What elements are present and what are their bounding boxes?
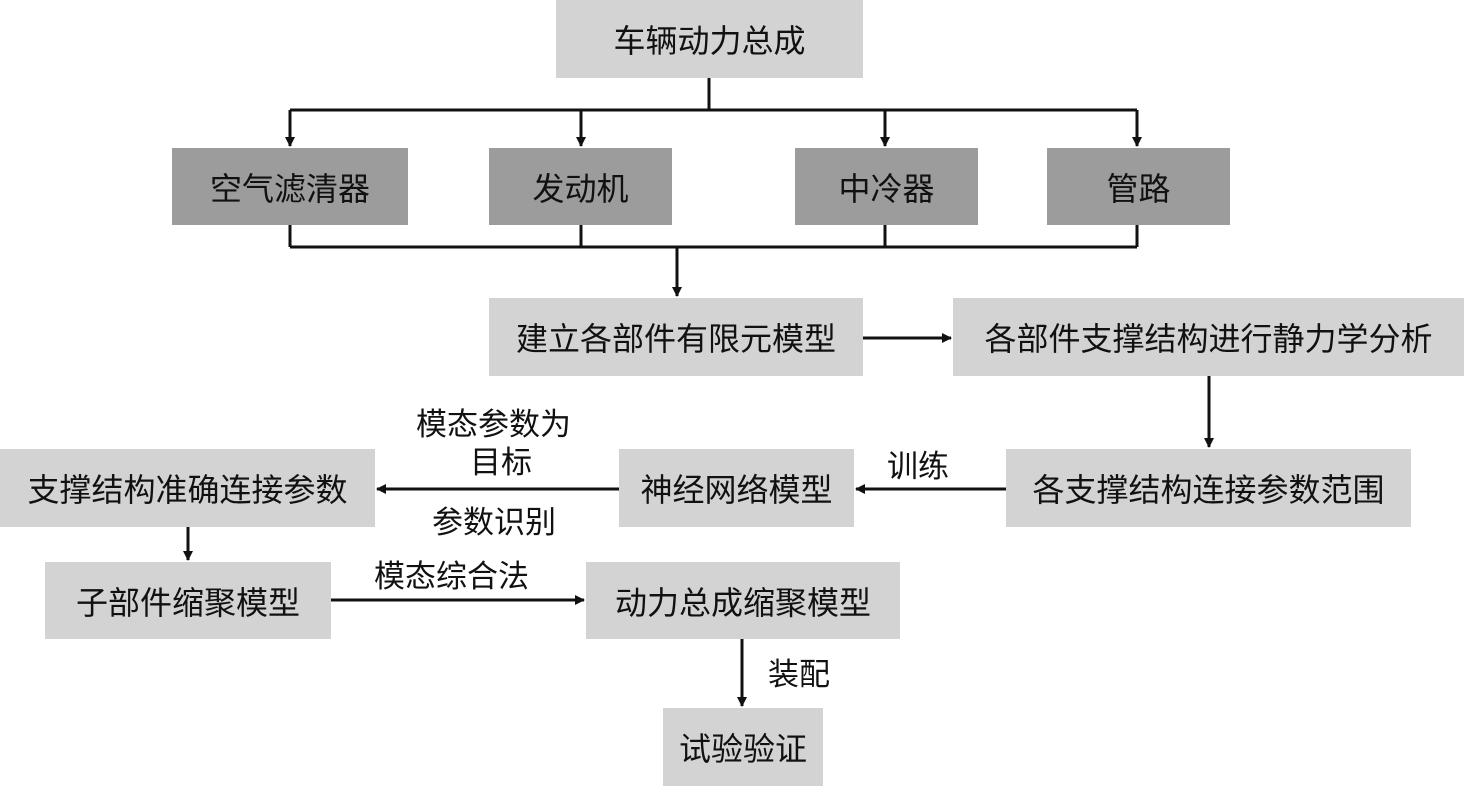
label-param-identify: 参数识别 <box>432 505 556 541</box>
label-modal-synthesis: 模态综合法 <box>374 559 529 595</box>
label-assembly: 装配 <box>768 657 830 693</box>
label-train: 训练 <box>887 449 949 485</box>
node-engine: 发动机 <box>489 148 672 225</box>
node-accurate-params: 支撑结构准确连接参数 <box>0 449 375 527</box>
node-fe-model: 建立各部件有限元模型 <box>489 298 863 376</box>
label-modal-target-1: 模态参数为 <box>416 407 571 443</box>
node-total-reduced: 动力总成缩聚模型 <box>586 562 900 639</box>
node-powertrain: 车辆动力总成 <box>556 0 863 78</box>
node-param-range: 各支撑结构连接参数范围 <box>1006 449 1411 527</box>
node-intercooler: 中冷器 <box>795 148 978 225</box>
label-modal-target-2: 目标 <box>470 445 532 481</box>
node-static-analysis: 各部件支撑结构进行静力学分析 <box>953 298 1464 376</box>
node-air-filter: 空气滤清器 <box>172 148 408 225</box>
node-test-verify: 试验验证 <box>663 708 823 786</box>
node-sub-reduced: 子部件缩聚模型 <box>45 562 331 639</box>
node-neural-net: 神经网络模型 <box>619 449 854 527</box>
node-pipeline: 管路 <box>1047 148 1230 225</box>
